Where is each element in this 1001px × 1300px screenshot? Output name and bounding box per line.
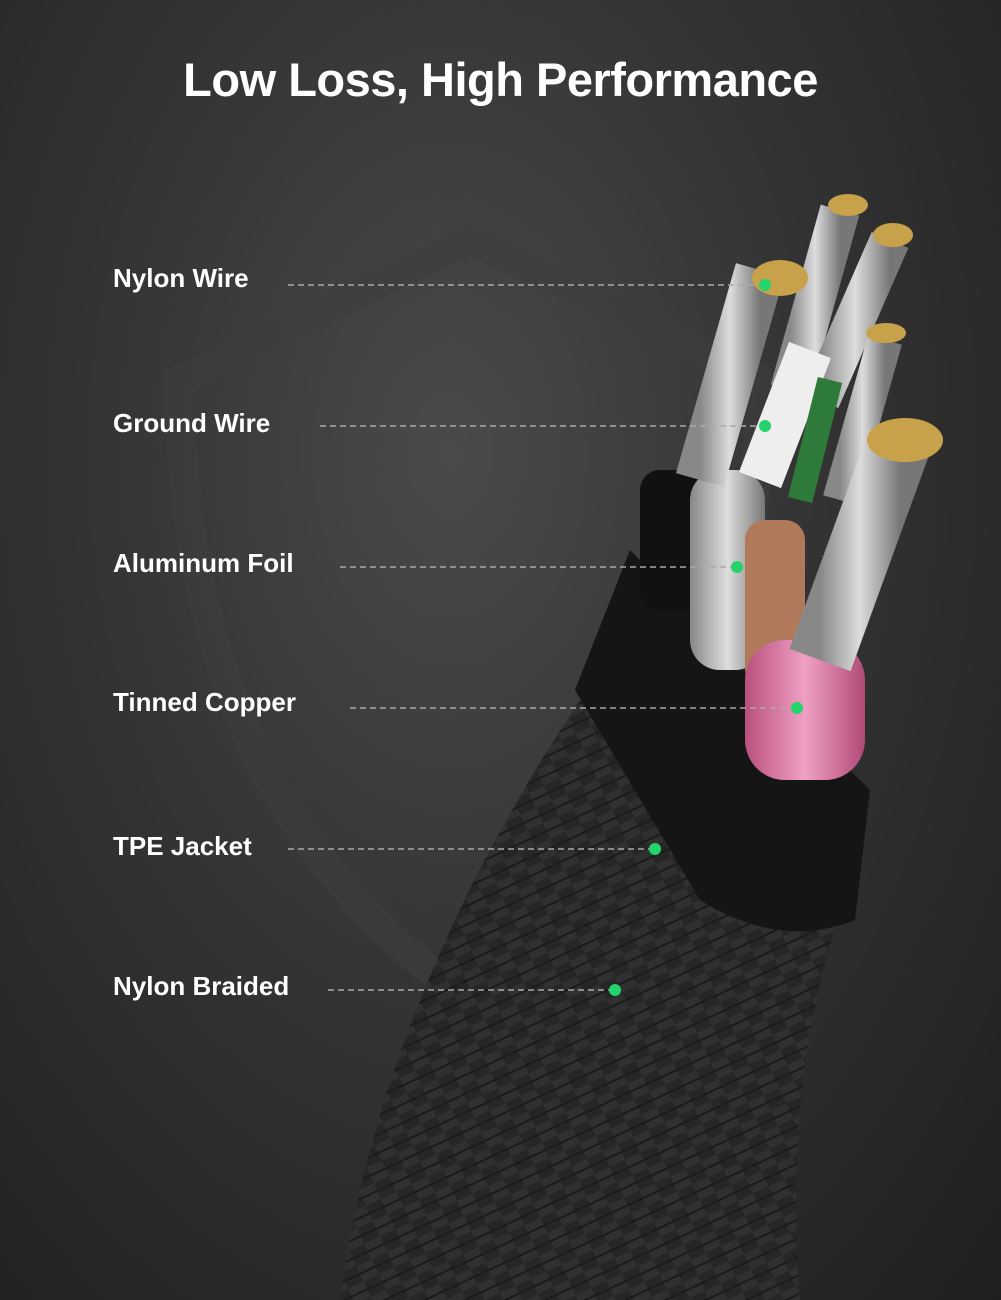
tinned-copper-wire-insulation <box>745 640 865 780</box>
label-tinned-copper: Tinned Copper <box>113 687 296 717</box>
label-tpe-jacket: TPE Jacket <box>113 831 252 861</box>
leader-lines <box>288 284 797 991</box>
tpe-jacket <box>575 550 870 932</box>
label-nylon-wire: Nylon Wire <box>113 263 249 293</box>
label-ground-wire: Ground Wire <box>113 408 271 438</box>
label-nylon-braided: Nylon Braided <box>113 971 290 1001</box>
marker-dots <box>609 279 803 996</box>
label-aluminum-foil: Aluminum Foil <box>113 548 294 578</box>
page-title: Low Loss, High Performance <box>183 53 818 106</box>
